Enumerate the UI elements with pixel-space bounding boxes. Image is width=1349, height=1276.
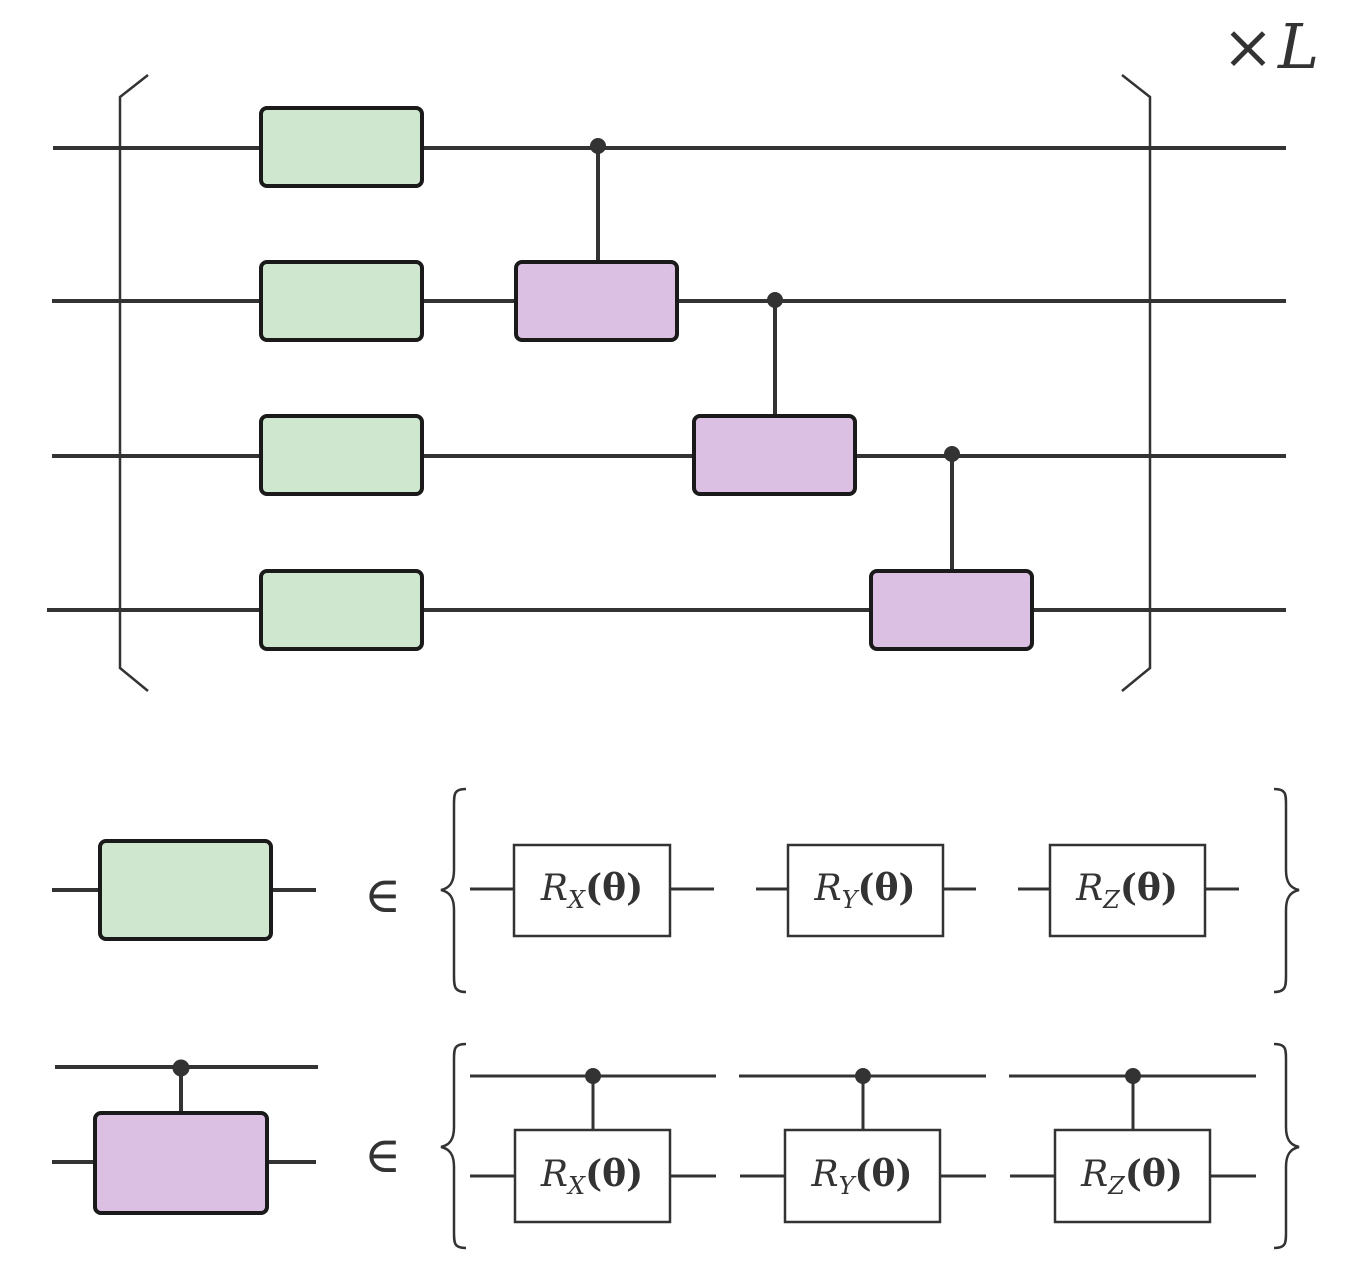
single-qubit-gate-3 bbox=[259, 414, 424, 496]
two-qubit-gate-2 bbox=[692, 414, 857, 496]
crx-control-dot bbox=[585, 1068, 601, 1084]
rx-gate-box bbox=[512, 843, 672, 938]
single-qubit-gate-1 bbox=[259, 106, 424, 188]
two-qubit-gate-3 bbox=[869, 569, 1034, 651]
crx-gate-box bbox=[513, 1128, 672, 1224]
control-dot-2 bbox=[767, 292, 783, 308]
single-qubit-gate-2 bbox=[259, 260, 424, 342]
set-brace-right-1 bbox=[1273, 787, 1300, 994]
main-circuit bbox=[47, 74, 1286, 692]
crz-control-dot bbox=[1125, 1068, 1141, 1084]
cry-control-dot bbox=[855, 1068, 871, 1084]
legend-control-dot bbox=[172, 1059, 190, 1077]
set-brace-left-2 bbox=[440, 1042, 467, 1250]
repeat-bracket-right bbox=[1121, 74, 1152, 692]
control-dot-3 bbox=[944, 446, 960, 462]
rx-gate-label: RX(θ) bbox=[540, 867, 643, 914]
repeat-label: ×L bbox=[1222, 10, 1319, 83]
single-qubit-gate-legend: ∈ RX(θ) RY(θ) RZ(θ) bbox=[52, 787, 1300, 994]
repeat-count-symbol: L bbox=[1277, 10, 1319, 83]
two-qubit-gate-legend: ∈ RX(θ) RY(θ) RZ(θ) bbox=[52, 1042, 1300, 1250]
cry-gate-box bbox=[783, 1128, 942, 1224]
crz-gate-box bbox=[1053, 1128, 1212, 1224]
element-of-symbol-2: ∈ bbox=[364, 1126, 401, 1184]
single-qubit-gate-4 bbox=[259, 569, 424, 651]
ry-gate-label: RY(θ) bbox=[813, 867, 915, 914]
set-brace-left-1 bbox=[440, 787, 467, 994]
element-of-symbol-1: ∈ bbox=[364, 866, 401, 924]
set-brace-right-2 bbox=[1273, 1042, 1300, 1250]
legend-two-qubit-gate bbox=[93, 1111, 269, 1215]
ry-gate-box bbox=[786, 843, 945, 938]
cry-gate-label: RY(θ) bbox=[810, 1153, 912, 1200]
rz-gate-box bbox=[1048, 843, 1207, 938]
times-symbol: × bbox=[1222, 10, 1274, 83]
crz-gate-label: RZ(θ) bbox=[1080, 1153, 1183, 1200]
legend-single-qubit-gate bbox=[98, 839, 273, 941]
two-qubit-gate-1 bbox=[514, 260, 679, 342]
control-dot-1 bbox=[590, 138, 606, 154]
rz-gate-label: RZ(θ) bbox=[1075, 867, 1178, 914]
crx-gate-label: RX(θ) bbox=[540, 1153, 643, 1200]
repeat-bracket-left bbox=[118, 74, 149, 692]
